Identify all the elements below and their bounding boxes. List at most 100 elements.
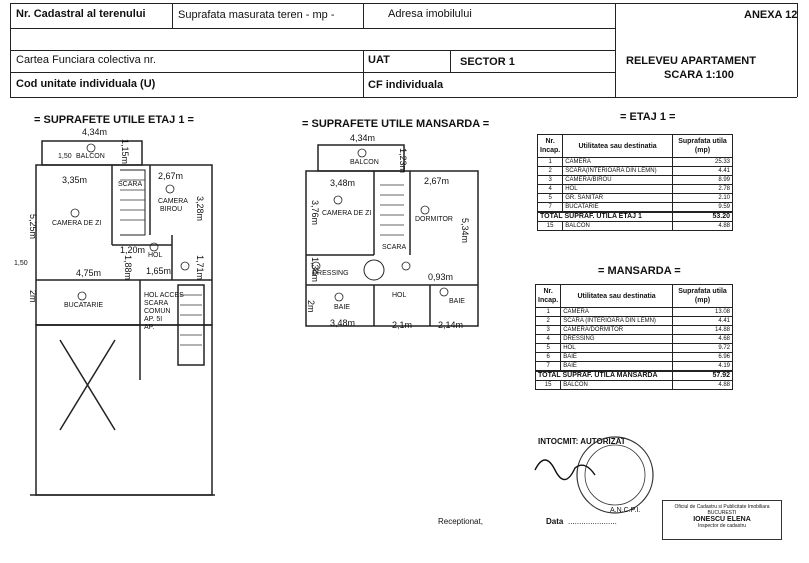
etaj1-dim-2m: 2m (28, 290, 38, 303)
cell-dest: CAMERA (562, 157, 673, 167)
mansarda-table-title: = MANSARDA = (598, 265, 681, 277)
uat-label: UAT (368, 54, 390, 66)
releveu-title: RELEVEU APARTAMENT (626, 55, 756, 67)
carte-funciara-label: Cartea Funciara colectiva nr. (16, 54, 157, 66)
cell-sup: 14.88 (672, 325, 733, 335)
total-label: TOTAL SUPRAF. UTILA MANSARDA (535, 370, 673, 381)
cell-nr: 3 (536, 175, 564, 185)
etaj1-room-hol-acces-5: AP. (144, 324, 155, 331)
mansarda-stair-treads (380, 184, 404, 236)
cell-dest: SCARA(INTERIOARA DIN LEMN) (562, 166, 673, 176)
etaj1-room-hol-acces-4: AP. 5I (144, 316, 163, 323)
cell-nr: 1 (536, 157, 564, 167)
suprafata-label: Suprafata masurata teren - mp - (178, 9, 335, 21)
cell-nr: 7 (534, 361, 562, 372)
cell-nr: 5 (534, 343, 562, 353)
mansarda-dim-348: 3,48m (330, 178, 356, 188)
cell-sup: 9.72 (672, 343, 733, 353)
cell-nr: 3 (534, 325, 562, 335)
mansarda-dim-267: 2,67m (424, 176, 450, 186)
cell-dest: CAMERA/DORMITOR (560, 325, 673, 335)
data-label: Data (546, 517, 564, 526)
sector-value: SECTOR 1 (460, 56, 515, 68)
cell-sup: 9.59 (672, 202, 733, 213)
etaj1-room-circles (70, 143, 190, 301)
cell-dest: HOL (562, 184, 673, 194)
etaj1-stair-treads (120, 179, 202, 346)
etaj1-room-bucatarie: BUCATARIE (64, 302, 104, 309)
mansarda-room-baie-6: BAIE (334, 304, 350, 311)
receptionat-label: Receptionat, (438, 517, 483, 526)
mansarda-room-dressing: DRESSING (312, 270, 349, 277)
etaj1-room-hol-acces-3: COMUN (144, 308, 171, 315)
cell-sup: 8.99 (672, 175, 733, 185)
cell-dest: BAIE (560, 352, 673, 362)
nr-cadastral-label: Nr. Cadastral al terenului (16, 8, 146, 20)
etaj1-th-dest: Utilitatea sau destinatia (562, 134, 673, 158)
etaj1-table-title: = ETAJ 1 = (620, 111, 676, 123)
cell-nr: 7 (536, 202, 564, 213)
cell-sup: 4.19 (672, 361, 733, 372)
cell-dest: SCARA (INTERIOARA DIN LEMN) (560, 316, 673, 326)
mansarda-room-camera-zi: CAMERA DE ZI (322, 210, 372, 217)
etaj1-plan-title: = SUPRAFETE UTILE ETAJ 1 = (34, 114, 194, 126)
etaj1-h150-left: 1,50 (14, 260, 28, 267)
ocpi-stamp-line2: BUCURESTI (707, 510, 737, 516)
signature-mark (534, 459, 596, 481)
etaj1-room-camera-zi: CAMERA DE ZI (52, 220, 102, 227)
mansarda-dim-2m: 2m (306, 300, 316, 313)
etaj1-room-scara: SCARA (118, 181, 143, 188)
cell-sup: 4.41 (672, 166, 733, 176)
etaj1-room-hol-acces-1: HOL ACCES (144, 292, 184, 299)
etaj1-th-sup: Suprafata utila (mp) (672, 134, 733, 158)
mansarda-th-dest: Utilitatea sau destinatia (560, 284, 673, 308)
cell-dest: BALCON (562, 221, 673, 231)
cell-dest: BALCON (560, 380, 673, 390)
etaj1-room-hol-acces-2: SCARA (144, 300, 169, 307)
mansarda-dim-093: 0,93m (428, 272, 454, 282)
ocpi-stamp-name: IONESCU ELENA (693, 516, 751, 523)
etaj1-dim-335: 3,35m (62, 175, 88, 185)
cell-dest: CAMERA/BIROU (562, 175, 673, 185)
mansarda-room-balcon: BALCON (350, 159, 379, 166)
etaj1-walls (30, 140, 215, 496)
mansarda-dim-214: 2,14m (438, 320, 464, 330)
mansarda-dim-21: 2,1m (392, 320, 413, 330)
mansarda-room-hol: HOL (392, 292, 407, 299)
mansarda-dim-376: 3,76m (310, 200, 320, 226)
mansarda-room-dormitor: DORMITOR (415, 216, 453, 223)
cell-nr: 4 (536, 184, 564, 194)
etaj1-dim-475: 4,75m (76, 268, 102, 278)
anexa-label: ANEXA 12 (744, 9, 798, 21)
cell-nr: 2 (536, 166, 564, 176)
cell-sup: 6.96 (672, 352, 733, 362)
cell-dest: HOL (560, 343, 673, 353)
cell-nr: 15 (534, 380, 562, 390)
cell-nr: 6 (534, 352, 562, 362)
cell-dest: GR. SANITAR (562, 193, 673, 203)
mansarda-room-baie-7: BAIE (449, 298, 465, 305)
cell-sup: 2.10 (672, 193, 733, 203)
stamp-bottom-text: A.N.C.P.I. (610, 507, 641, 514)
cf-individuala-label: CF individuala (368, 79, 444, 91)
cell-nr: 4 (534, 334, 562, 344)
adresa-label: Adresa imobilului (388, 8, 472, 20)
etaj1-table: Nr. Incap. Utilitatea sau destinatia Sup… (536, 134, 733, 231)
etaj1-room-hol: HOL (148, 252, 163, 259)
ocpi-stamp-role: Inspector de cadastru (697, 523, 747, 529)
mansarda-dim-top: 4,34m (350, 133, 376, 143)
cell-dest: BAIE (560, 361, 673, 372)
cell-nr: 15 (536, 221, 564, 231)
mansarda-room-circles (311, 148, 449, 302)
round-stamp (534, 436, 654, 514)
